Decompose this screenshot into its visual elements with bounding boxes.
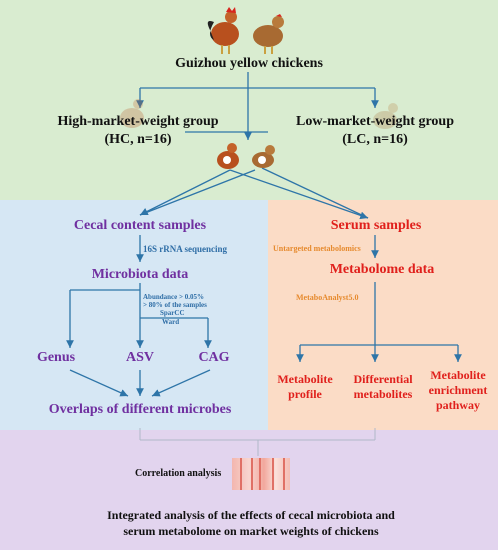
genus-label: Genus bbox=[36, 350, 76, 365]
correlation-analysis-label: Correlation analysis bbox=[135, 468, 222, 479]
enrichment-pathway-line1: Metabolite bbox=[430, 368, 486, 382]
chicken-group-panel bbox=[0, 0, 498, 200]
differential-metabolites-line2: metabolites bbox=[353, 387, 413, 401]
hen-icon bbox=[253, 14, 284, 54]
faded-hen-icon bbox=[373, 103, 398, 129]
sampled-hen-icon bbox=[252, 145, 275, 168]
sample-filter-label: > 80% of the samples bbox=[143, 301, 207, 309]
metabolome-panel bbox=[268, 200, 498, 430]
metaboanalyst-label: MetaboAnalyst5.0 bbox=[296, 293, 359, 302]
ward-label: Ward bbox=[162, 318, 180, 326]
integration-panel bbox=[0, 430, 498, 550]
cag-label: CAG bbox=[198, 350, 230, 365]
abundance-filter-label: Abundance > 0.05% bbox=[143, 293, 204, 301]
asv-label: ASV bbox=[125, 350, 155, 365]
lc-group-label: Low-market-weight group bbox=[295, 114, 455, 129]
cecal-samples-label: Cecal content samples bbox=[73, 218, 207, 233]
differential-metabolites-line1: Differential bbox=[353, 372, 413, 386]
sampled-rooster-icon bbox=[217, 143, 239, 169]
correlation-heatmap bbox=[232, 458, 290, 490]
microbiota-data-label: Microbiota data bbox=[91, 267, 189, 282]
untargeted-metabolomics-label: Untargeted metabolomics bbox=[273, 244, 361, 253]
hc-group-count: (HC, n=16) bbox=[104, 132, 172, 147]
sequencing-label: 16S rRNA sequencing bbox=[143, 244, 228, 254]
faded-rooster-icon bbox=[120, 99, 144, 128]
microbe-overlaps-label: Overlaps of different microbes bbox=[48, 402, 232, 417]
sparcc-label: SparCC bbox=[160, 309, 185, 317]
integrated-analysis-line2: serum metabolome on market weights of ch… bbox=[123, 524, 379, 538]
hc-group-label: High-market-weight group bbox=[57, 114, 219, 129]
rooster-icon bbox=[207, 7, 239, 54]
enrichment-pathway-line2: enrichment bbox=[428, 383, 488, 397]
enrichment-pathway-line3: pathway bbox=[435, 398, 481, 412]
metabolite-profile-line2: profile bbox=[288, 387, 322, 401]
metabolome-data-label: Metabolome data bbox=[329, 262, 435, 277]
chicken-breed-title: Guizhou yellow chickens bbox=[175, 56, 323, 71]
integrated-analysis-line1: Integrated analysis of the effects of ce… bbox=[107, 508, 395, 522]
lc-group-count: (LC, n=16) bbox=[342, 132, 408, 147]
microbiota-panel bbox=[0, 200, 268, 430]
serum-samples-label: Serum samples bbox=[330, 218, 422, 233]
metabolite-profile-line1: Metabolite bbox=[277, 372, 333, 386]
